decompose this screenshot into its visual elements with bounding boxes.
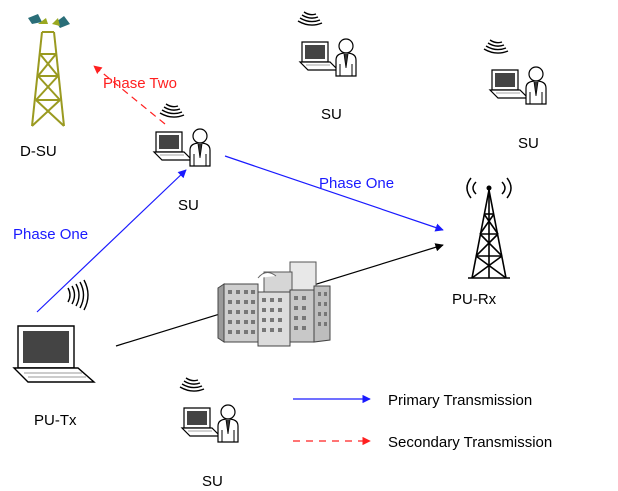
su-bottom-waves-icon (179, 377, 205, 392)
su-relay-label: SU (178, 197, 199, 214)
su-top-center-label: SU (321, 106, 342, 123)
su-relay-laptop-user-icon (153, 128, 211, 167)
phase-one-left-label: Phase One (13, 226, 88, 243)
su-top-right-label: SU (518, 135, 539, 152)
su-top-right-waves-icon (483, 39, 509, 54)
dsu-label: D-SU (20, 143, 57, 160)
link-phase-two (93, 65, 166, 125)
su-relay-waves-icon (159, 103, 185, 118)
pu-rx-label: PU-Rx (452, 291, 497, 308)
link-phase-one-left (36, 169, 187, 313)
link-phase-one-upper (224, 155, 444, 232)
phase-one-upper-label: Phase One (319, 175, 394, 192)
radio-tower-icon (466, 177, 512, 279)
city-buildings-icon (217, 261, 331, 347)
phase-two-label: Phase Two (103, 75, 177, 92)
su-bottom-label: SU (202, 473, 223, 490)
legend-secondary-label: Secondary Transmission (388, 434, 552, 451)
legend-primary-label: Primary Transmission (388, 392, 532, 409)
pu-tx-laptop-icon (12, 325, 96, 383)
pu-tx-waves-icon (67, 279, 89, 311)
su-bottom-laptop-user-icon (181, 404, 239, 443)
su-top-center-laptop-user-icon (299, 38, 357, 77)
legend: Primary Transmission Secondary Transmiss… (293, 392, 552, 451)
su-top-right-laptop-user-icon (489, 66, 547, 105)
pu-tx-label: PU-Tx (34, 412, 77, 429)
su-top-center-waves-icon (297, 11, 323, 26)
relay-tower-icon (28, 14, 70, 127)
